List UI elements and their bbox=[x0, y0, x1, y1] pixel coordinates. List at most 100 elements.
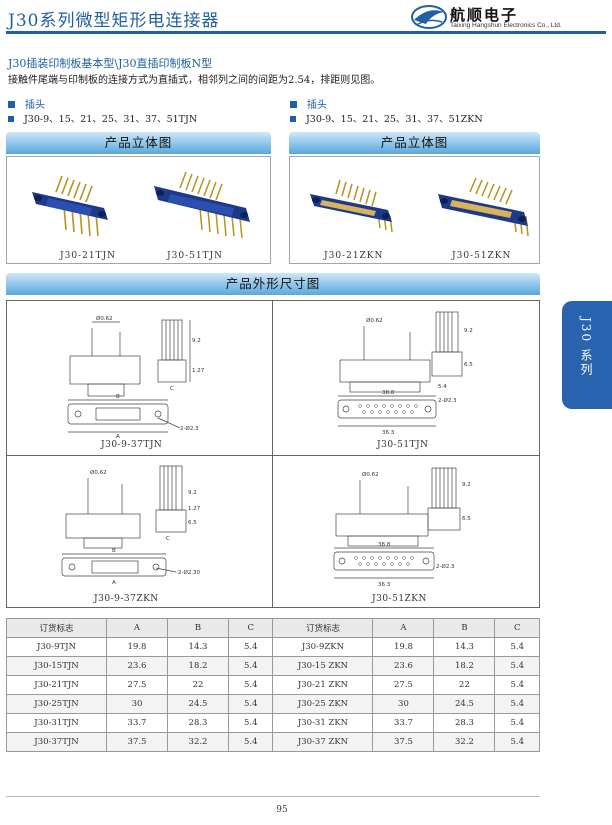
drawing-label: C bbox=[166, 536, 170, 542]
table-cell: 18.2 bbox=[433, 656, 496, 676]
right-series-line: J30-9、15、21、25、31、37、51ZKN bbox=[290, 111, 483, 125]
right-section-heading: 插头 bbox=[290, 96, 327, 111]
connector-image-j30-21zkn bbox=[310, 179, 393, 233]
drawing-label: 38.8 bbox=[378, 542, 391, 548]
left-section-heading: 插头 bbox=[8, 96, 45, 111]
technical-drawing-zkn: Ø0.62 A B C 2-Ø2.30 9.2 6.5 1.27 bbox=[61, 465, 201, 586]
technical-drawing-51tjn: Ø0.62 38.8 36.3 2-Ø2.3 9.2 6.5 5.4 bbox=[337, 311, 473, 436]
drawing-caption: J30-9-37TJN bbox=[101, 440, 163, 450]
table-row: J30-37TJN 37.5 32.2 5.4 J30-37 ZKN 37.5 … bbox=[6, 732, 540, 752]
drawing-label: 36.3 bbox=[382, 430, 395, 436]
table-cell: 23.6 bbox=[372, 656, 435, 676]
drawing-label: 9.2 bbox=[464, 328, 473, 334]
table-row: J30-9TJN 19.8 14.3 5.4 J30-9ZKN 19.8 14.… bbox=[6, 637, 540, 657]
photo-caption: J30-21TJN bbox=[60, 251, 117, 261]
connector-image-j30-21tjn bbox=[32, 175, 108, 237]
square-bullet-icon bbox=[8, 101, 15, 108]
square-bullet-icon bbox=[290, 116, 296, 122]
table-cell: 5.4 bbox=[227, 637, 274, 657]
drawing-frame bbox=[6, 300, 540, 608]
table-cell: J30-9ZKN bbox=[272, 637, 374, 657]
section-subtitle: J30插装印制板基本型\J30直插印制板N型 bbox=[8, 57, 213, 70]
table-cell: 22 bbox=[167, 675, 229, 695]
banner-product-3d-right: 产品立体图 bbox=[289, 132, 540, 154]
photo-caption: J30-51ZKN bbox=[452, 251, 512, 261]
table-header-cell: 订货标志 bbox=[272, 618, 374, 638]
connector-image-j30-51zkn bbox=[438, 177, 529, 237]
table-header-cell: B bbox=[433, 618, 496, 638]
table-cell: 19.8 bbox=[106, 637, 168, 657]
drawing-label: 6.5 bbox=[188, 520, 197, 526]
table-cell: 30 bbox=[372, 694, 435, 714]
description-text: 接触件尾端与印制板的连接方式为直插式，相邻列之间的间距为2.54，排距则见图。 bbox=[8, 75, 381, 86]
logo-chinese-name: 航顺电子 bbox=[450, 6, 519, 24]
table-cell: J30-25 ZKN bbox=[272, 694, 374, 714]
header-rule bbox=[6, 31, 606, 34]
drawing-label: 38.8 bbox=[382, 390, 395, 396]
logo-bird-icon bbox=[411, 5, 447, 29]
table-cell: 28.3 bbox=[433, 713, 496, 733]
table-cell: 5.4 bbox=[494, 637, 540, 657]
drawing-label: A bbox=[116, 434, 120, 440]
table-cell: J30-21TJN bbox=[6, 675, 107, 695]
series-side-tab: J30 系列 bbox=[562, 301, 612, 409]
table-cell: J30-37TJN bbox=[6, 732, 107, 752]
drawing-label: B bbox=[116, 394, 120, 400]
table-row: J30-15TJN 23.6 18.2 5.4 J30-15 ZKN 23.6 … bbox=[6, 656, 540, 676]
order-spec-table: 订货标志 A B C 订货标志 A B C J30-9TJN 19.8 14.3… bbox=[6, 618, 540, 752]
connector-image-j30-51tjn bbox=[154, 171, 250, 239]
table-cell: 5.4 bbox=[227, 694, 274, 714]
left-series-text: J30-9、15、21、25、31、37、51TJN bbox=[24, 114, 198, 125]
table-cell: 5.4 bbox=[227, 656, 274, 676]
drawing-label: Ø0.62 bbox=[366, 317, 383, 324]
drawing-label: Ø0.62 bbox=[362, 471, 379, 478]
drawing-label: 6.5 bbox=[462, 516, 471, 522]
table-cell: J30-25TJN bbox=[6, 694, 107, 714]
table-cell: 5.4 bbox=[227, 675, 274, 695]
table-cell: 30 bbox=[106, 694, 168, 714]
table-cell: 32.2 bbox=[167, 732, 229, 752]
table-cell: 37.5 bbox=[372, 732, 435, 752]
drawing-label: 2-Ø2.3 bbox=[438, 397, 457, 404]
drawing-label: Ø0.62 bbox=[90, 469, 107, 476]
photo-caption: J30-21ZKN bbox=[324, 251, 384, 261]
table-cell: 5.4 bbox=[227, 732, 274, 752]
drawing-label: C bbox=[170, 386, 174, 392]
drawing-label: 2-Ø2.30 bbox=[178, 569, 201, 576]
table-cell: 22 bbox=[433, 675, 496, 695]
table-cell: 14.3 bbox=[433, 637, 496, 657]
table-header-cell: C bbox=[494, 618, 540, 638]
table-cell: 5.4 bbox=[494, 694, 540, 714]
table-header-cell: A bbox=[106, 618, 168, 638]
table-header-cell: 订货标志 bbox=[6, 618, 107, 638]
table-cell: 5.4 bbox=[227, 713, 274, 733]
table-cell: 23.6 bbox=[106, 656, 168, 676]
table-cell: 27.5 bbox=[372, 675, 435, 695]
technical-drawing-51zkn: Ø0.62 38.8 36.3 2-Ø2.3 9.2 6.5 bbox=[333, 467, 471, 588]
drawing-divider-vertical bbox=[272, 300, 273, 608]
table-cell: 5.4 bbox=[494, 713, 540, 733]
table-cell: 27.5 bbox=[106, 675, 168, 695]
logo-english-name: Taixing Hangshun Electronics Co., Ltd. bbox=[450, 22, 562, 29]
table-cell: 18.2 bbox=[167, 656, 229, 676]
company-logo: 航顺电子 Taixing Hangshun Electronics Co., L… bbox=[410, 4, 606, 30]
table-cell: J30-31 ZKN bbox=[272, 713, 374, 733]
drawing-label: 36.3 bbox=[378, 582, 391, 588]
table-header-row: 订货标志 A B C 订货标志 A B C bbox=[6, 618, 540, 638]
drawing-label: 9.2 bbox=[188, 490, 197, 496]
table-row: J30-21TJN 27.5 22 5.4 J30-21 ZKN 27.5 22… bbox=[6, 675, 540, 695]
drawing-label: 5.4 bbox=[438, 384, 447, 390]
page-number: 95 bbox=[276, 805, 288, 815]
drawing-label: B bbox=[112, 548, 116, 554]
table-header-cell: A bbox=[372, 618, 435, 638]
drawing-label: 9.2 bbox=[462, 482, 471, 488]
table-cell: J30-9TJN bbox=[6, 637, 107, 657]
drawing-label: 6.5 bbox=[464, 362, 473, 368]
table-cell: 28.3 bbox=[167, 713, 229, 733]
table-cell: 37.5 bbox=[106, 732, 168, 752]
table-cell: J30-37 ZKN bbox=[272, 732, 374, 752]
drawing-label: 2-Ø2.3 bbox=[436, 563, 455, 570]
table-cell: 32.2 bbox=[433, 732, 496, 752]
table-cell: J30-15TJN bbox=[6, 656, 107, 676]
drawing-divider-horizontal bbox=[6, 455, 540, 456]
